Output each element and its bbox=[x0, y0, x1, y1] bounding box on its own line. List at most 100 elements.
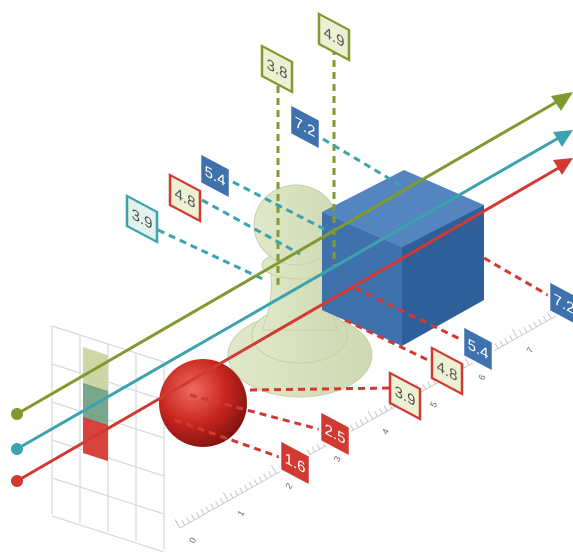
ruler-tick bbox=[229, 492, 234, 499]
red-sphere bbox=[159, 359, 247, 447]
pawn-shape bbox=[227, 184, 373, 398]
ruler-tick bbox=[191, 514, 195, 521]
red-arrowhead bbox=[553, 158, 573, 175]
ruler-tick bbox=[195, 511, 200, 518]
dashed-guide-line bbox=[189, 393, 323, 432]
ruler-tick-label: 6 bbox=[476, 373, 487, 382]
blue-cube bbox=[322, 170, 484, 346]
series-arrows bbox=[11, 92, 573, 487]
ruler-tick bbox=[494, 343, 499, 349]
ruler-tick bbox=[538, 318, 542, 325]
ruler-tick bbox=[306, 449, 311, 455]
tag-box bbox=[461, 324, 495, 374]
ruler-tick bbox=[210, 503, 215, 510]
grid-line bbox=[51, 325, 165, 363]
teal-arrow-line bbox=[16, 134, 563, 451]
dashed-guide-line bbox=[354, 286, 463, 342]
ruler-tick bbox=[512, 329, 518, 338]
ruler-tick bbox=[271, 464, 277, 474]
tag-box bbox=[547, 279, 573, 329]
ruler-tick bbox=[379, 408, 383, 415]
tag-box bbox=[317, 12, 351, 62]
dashed-guide-line bbox=[322, 137, 401, 187]
ruler-tick bbox=[234, 490, 239, 496]
ruler-tick bbox=[543, 316, 547, 322]
ruler-tick bbox=[200, 509, 205, 515]
ruler-tick bbox=[220, 498, 224, 504]
tag-box bbox=[198, 151, 232, 201]
ruler-tick bbox=[222, 492, 229, 502]
tag-4-9: 4.9 bbox=[317, 12, 351, 62]
ruler-tick bbox=[359, 419, 364, 425]
ruler-tick bbox=[518, 329, 523, 336]
grid-cell-red bbox=[83, 416, 108, 462]
tag-4-8-top: 4.8 bbox=[168, 173, 202, 223]
green-arrow-line bbox=[16, 98, 561, 416]
tag-box bbox=[278, 438, 312, 488]
ruler-tick bbox=[509, 335, 513, 341]
ruler-tick bbox=[355, 422, 359, 428]
ruler-tick bbox=[174, 519, 181, 529]
ruler-tick bbox=[422, 384, 427, 390]
ruler-tick bbox=[253, 479, 258, 485]
dashed-guide-line bbox=[201, 198, 301, 256]
grid-line bbox=[51, 515, 165, 552]
ruler-tick bbox=[364, 416, 369, 423]
tag-5-4-right: 5.4 bbox=[461, 324, 495, 374]
ruler-tick bbox=[533, 321, 538, 328]
dashed-guide-line bbox=[157, 228, 266, 282]
tag-7-2-top: 7.2 bbox=[288, 102, 322, 152]
ruler-tick bbox=[181, 519, 186, 526]
ruler-tick bbox=[263, 473, 268, 480]
ruler-tick bbox=[388, 403, 393, 409]
ruler-tick bbox=[205, 506, 210, 512]
dashed-guide-line bbox=[232, 180, 331, 234]
ruler-tick bbox=[374, 411, 378, 417]
ruler-tick bbox=[427, 381, 432, 387]
tag-3-9-top: 3.9 bbox=[125, 194, 159, 244]
ruler-tick-label: 2 bbox=[283, 481, 294, 490]
ruler-tick bbox=[186, 517, 190, 523]
tag-5-4-top: 5.4 bbox=[198, 151, 232, 201]
dashed-guide-line bbox=[483, 256, 554, 300]
dashed-guides bbox=[157, 48, 554, 460]
ruler-tick-label: 0 bbox=[187, 536, 198, 545]
ruler-tick bbox=[268, 471, 272, 477]
tag-box bbox=[288, 102, 322, 152]
ruler-tick bbox=[383, 405, 388, 412]
tag-box bbox=[168, 173, 202, 223]
ruler-tick bbox=[528, 324, 533, 330]
tag-box bbox=[125, 194, 159, 244]
ruler-tick bbox=[547, 313, 552, 319]
tag-box bbox=[260, 44, 294, 94]
ruler-tick bbox=[367, 410, 374, 420]
ruler-tick bbox=[239, 487, 244, 493]
ruler-tick-label: 4 bbox=[380, 427, 391, 436]
tag-3-9-right: 3.9 bbox=[388, 371, 422, 421]
ruler-tick bbox=[258, 476, 263, 482]
ruler-tick bbox=[523, 327, 528, 333]
dashed-guide-line bbox=[344, 318, 433, 364]
dashed-guide-line bbox=[174, 418, 283, 460]
ruler-tick bbox=[350, 424, 354, 431]
ruler-tick bbox=[244, 484, 248, 491]
tag-7-2-right: 7.2 bbox=[547, 279, 573, 329]
ruler-tick-label: 3 bbox=[332, 454, 343, 463]
ruler-tick-label: 7 bbox=[525, 345, 536, 354]
tag-1-6: 1.6 bbox=[278, 438, 312, 488]
tag-2-5: 2.5 bbox=[318, 409, 352, 459]
ruler-tick bbox=[311, 446, 316, 453]
teal-arrowhead bbox=[553, 130, 573, 147]
red-arrow-line bbox=[16, 164, 563, 483]
tag-4-8-right: 4.8 bbox=[430, 346, 464, 396]
green-arrowhead bbox=[551, 92, 573, 111]
tag-box bbox=[430, 346, 464, 396]
teal-start-dot bbox=[11, 443, 23, 455]
ruler-tick bbox=[215, 500, 219, 507]
ruler-tick bbox=[316, 443, 321, 450]
ruler-tick-label: 1 bbox=[235, 508, 246, 517]
green-start-dot bbox=[11, 408, 23, 420]
tag-box bbox=[388, 371, 422, 421]
tag-box bbox=[318, 409, 352, 459]
